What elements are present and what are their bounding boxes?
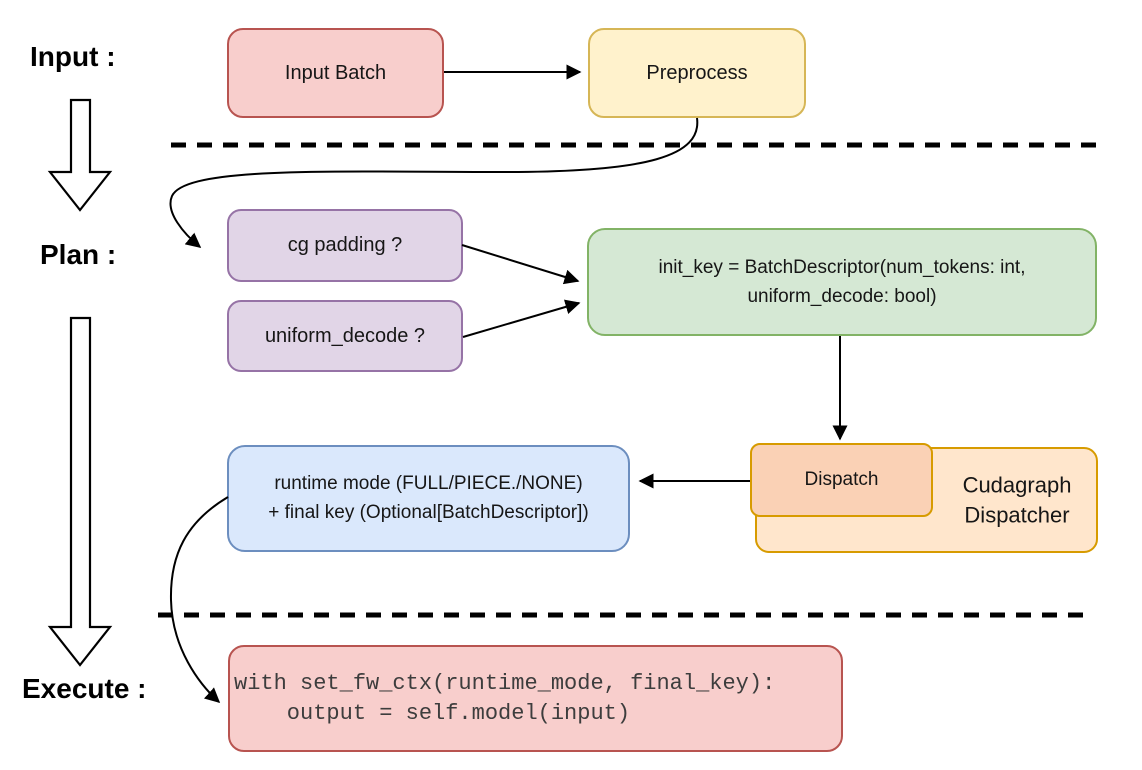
input-batch-label: Input Batch bbox=[284, 61, 387, 84]
node-uniform-decode: uniform_decode ? bbox=[227, 300, 463, 372]
preprocess-label: Preprocess bbox=[646, 61, 748, 84]
execute-code-line1: with set_fw_ctx(runtime_mode, final_key)… bbox=[234, 671, 776, 697]
hollow-down-arrow-plan-to-execute bbox=[47, 316, 113, 667]
execute-code-line2: output = self.model(input) bbox=[234, 700, 631, 726]
uniform-decode-label: uniform_decode ? bbox=[264, 324, 426, 347]
cudagraph-dispatcher-label: Cudagraph Dispatcher bbox=[962, 472, 1072, 527]
arrow-cg-padding-to-init-key bbox=[461, 244, 580, 285]
node-dispatch: Dispatch bbox=[750, 443, 933, 517]
init-key-line1: init_key = BatchDescriptor(num_tokens: i… bbox=[658, 256, 1026, 278]
hollow-down-arrow-input-to-plan bbox=[47, 98, 113, 212]
plan-section-label: Plan : bbox=[40, 239, 117, 270]
init-key-line2: uniform_decode: bool) bbox=[747, 286, 937, 307]
node-execute-code: with set_fw_ctx(runtime_mode, final_key)… bbox=[228, 645, 843, 752]
dispatch-label: Dispatch bbox=[804, 469, 879, 490]
node-input-batch: Input Batch bbox=[227, 28, 444, 118]
node-preprocess: Preprocess bbox=[588, 28, 806, 118]
runtime-mode-line2: + final key (Optional[BatchDescriptor]) bbox=[268, 501, 589, 523]
arrow-runtime-mode-to-execute-code bbox=[169, 496, 229, 704]
node-runtime-mode: runtime mode (FULL/PIECE./NONE) + final … bbox=[227, 445, 630, 552]
node-cg-padding: cg padding ? bbox=[227, 209, 463, 282]
execute-section-label: Execute : bbox=[22, 673, 147, 704]
input-section-label: Input : bbox=[30, 41, 116, 72]
arrow-uniform-decode-to-init-key bbox=[462, 299, 581, 338]
node-init-key: init_key = BatchDescriptor(num_tokens: i… bbox=[587, 228, 1097, 336]
runtime-mode-line1: runtime mode (FULL/PIECE./NONE) bbox=[274, 473, 583, 494]
cg-padding-label: cg padding ? bbox=[287, 234, 403, 256]
